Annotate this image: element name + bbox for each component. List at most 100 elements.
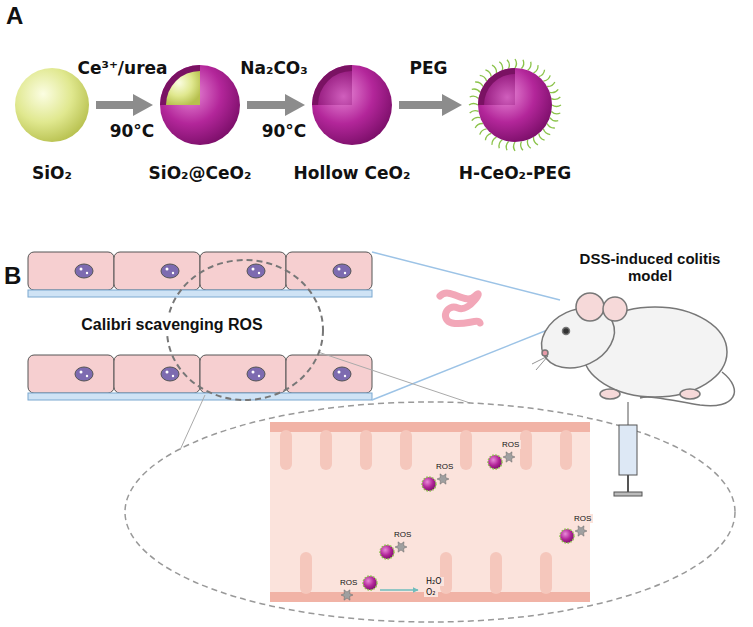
mouse <box>542 350 548 356</box>
caption-note: Calibri scavenging ROS <box>79 316 264 334</box>
nucleus-dots <box>172 375 174 377</box>
ros-bursts <box>575 526 587 536</box>
peg-chain <box>470 96 479 98</box>
peg-chain <box>552 105 561 107</box>
peg-chain <box>480 129 487 135</box>
syringe <box>614 402 642 496</box>
particle-node: Hollow CeO₂ <box>310 63 394 147</box>
syringe <box>628 402 629 425</box>
particle-label: H-CeO₂-PEG <box>459 164 571 184</box>
ros-bursts <box>503 452 515 462</box>
peg-chain <box>539 70 545 77</box>
nanoparticles <box>422 477 436 491</box>
epithelium-bottom <box>114 355 200 393</box>
zoom-ellipse <box>125 402 735 622</box>
intestinal-tissue <box>280 430 292 470</box>
intestine-icon <box>440 293 480 324</box>
ros-label: ROS <box>572 514 593 523</box>
nanoparticles <box>363 576 377 590</box>
nanoparticles <box>363 455 574 590</box>
nucleus-dots <box>166 268 169 271</box>
peg-chain <box>499 140 502 148</box>
particle-label: SiO₂ <box>32 164 72 184</box>
nanoparticles <box>488 455 502 469</box>
intestinal-tissue <box>270 422 590 602</box>
nucleus-dots <box>252 268 255 271</box>
process-arrow <box>96 101 133 109</box>
peg-chain <box>475 82 483 87</box>
peg-chain <box>521 60 523 69</box>
peg-chain <box>551 111 560 113</box>
nucleus-dots <box>344 375 346 377</box>
peg-chain <box>547 124 555 129</box>
zoom-lines <box>180 395 205 450</box>
ros-label: ROS <box>500 440 521 449</box>
condition-label: 90°C <box>110 122 155 142</box>
peg-chain <box>499 62 502 70</box>
epithelium-bottom <box>286 355 372 393</box>
particle-node: H-CeO₂-PEG <box>467 57 563 153</box>
particle-figure <box>312 65 392 145</box>
model-label: DSS-induced colitis model <box>562 250 738 285</box>
peg-chain <box>527 140 530 148</box>
particle-figure <box>469 59 561 151</box>
sphere <box>312 65 392 145</box>
nanoparticles <box>560 529 574 543</box>
epithelium-top <box>200 252 286 290</box>
nucleus-dots <box>86 272 88 274</box>
peg-chain <box>551 97 560 99</box>
peg-chain <box>550 118 558 121</box>
particle-label: Hollow CeO₂ <box>294 164 411 184</box>
nucleus-dots <box>338 371 341 374</box>
epithelium-bottom <box>161 367 179 381</box>
epithelium-top <box>28 290 372 297</box>
mouse <box>532 293 735 406</box>
peg-chain <box>480 75 487 81</box>
nucleus-dots <box>172 272 174 274</box>
particle-figure <box>310 63 394 147</box>
shell-cut <box>478 68 515 105</box>
sphere-interior <box>166 71 200 105</box>
epithelium-bottom <box>28 355 114 393</box>
peg-chain <box>533 137 538 145</box>
mouse <box>603 297 627 321</box>
peg-chain <box>514 142 516 151</box>
ros-bursts <box>341 452 587 600</box>
ros-label: ROS <box>338 578 359 587</box>
intestinal-tissue <box>440 552 452 594</box>
intestinal-tissue <box>400 430 412 470</box>
ros-bursts <box>395 542 407 552</box>
ros-label: ROS <box>392 530 413 539</box>
epithelium-top <box>161 264 179 278</box>
particle-figure <box>158 63 242 147</box>
peg-chain <box>475 123 483 128</box>
epithelium-bottom <box>28 355 372 400</box>
nucleus-dots <box>166 371 169 374</box>
peg-chain <box>469 104 478 106</box>
nucleus-dots <box>80 268 83 271</box>
epithelium-top <box>286 252 372 290</box>
peg-chain <box>515 59 517 68</box>
peg-chain <box>521 141 523 150</box>
nanoparticles <box>380 545 394 559</box>
epithelium-bottom <box>247 367 265 381</box>
mouse <box>680 389 700 399</box>
ros-bursts <box>437 474 449 484</box>
ros-label: ROS <box>434 462 455 471</box>
epithelium-bottom <box>200 355 286 393</box>
process-arrow <box>399 101 442 109</box>
mouse <box>563 328 570 335</box>
process-arrow <box>247 101 285 109</box>
epithelium-top <box>28 252 372 297</box>
sphere <box>15 68 89 142</box>
peg-chain <box>543 75 550 81</box>
nucleus-dots <box>258 375 260 377</box>
intestinal-tissue <box>520 430 532 470</box>
peg-chain <box>543 129 550 135</box>
condition-label: 90°C <box>262 122 307 142</box>
syringe <box>614 492 642 496</box>
peg-chain <box>506 141 508 150</box>
peg-chain <box>507 60 509 69</box>
particle-figure <box>467 57 563 153</box>
peg-chain <box>470 111 479 113</box>
